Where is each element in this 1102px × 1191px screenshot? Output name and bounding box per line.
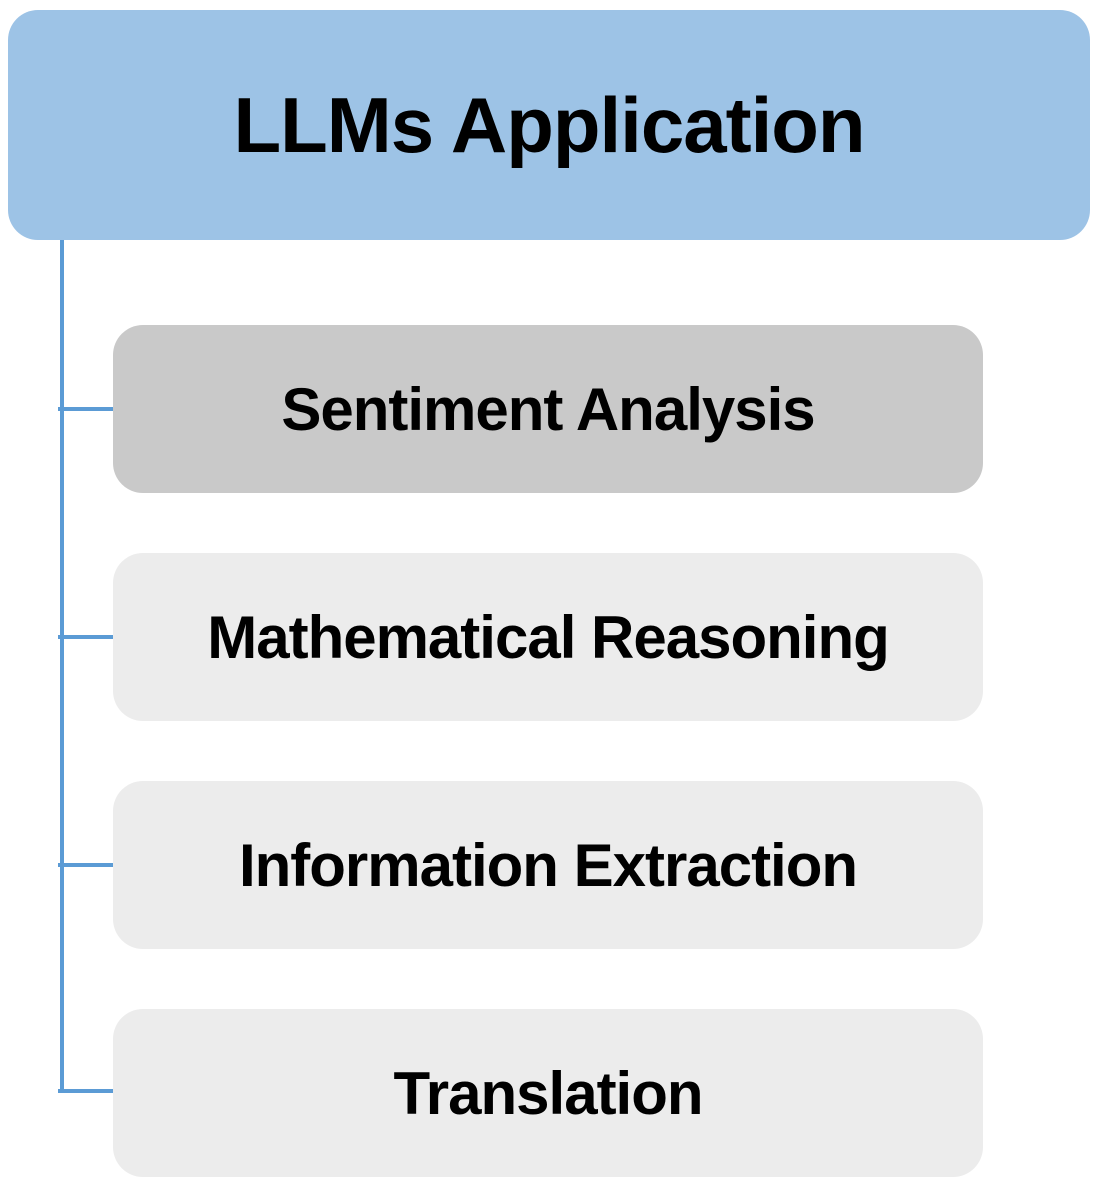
- item-label: Translation: [393, 1059, 703, 1127]
- connector-branch-line: [58, 1089, 114, 1093]
- diagram-title: LLMs Application: [233, 80, 865, 169]
- connector-trunk-line: [60, 240, 64, 1091]
- header-box-llms-application: LLMs Application: [8, 10, 1090, 240]
- item-box-translation: Translation: [113, 1009, 983, 1177]
- item-label: Mathematical Reasoning: [207, 603, 890, 671]
- item-label: Sentiment Analysis: [281, 375, 815, 443]
- item-label: Information Extraction: [238, 831, 858, 899]
- connector-branch-line: [58, 635, 114, 639]
- item-box-sentiment-analysis: Sentiment Analysis: [113, 325, 983, 493]
- connector-branch-line: [58, 863, 114, 867]
- item-box-information-extraction: Information Extraction: [113, 781, 983, 949]
- item-box-mathematical-reasoning: Mathematical Reasoning: [113, 553, 983, 721]
- connector-branch-line: [58, 407, 114, 411]
